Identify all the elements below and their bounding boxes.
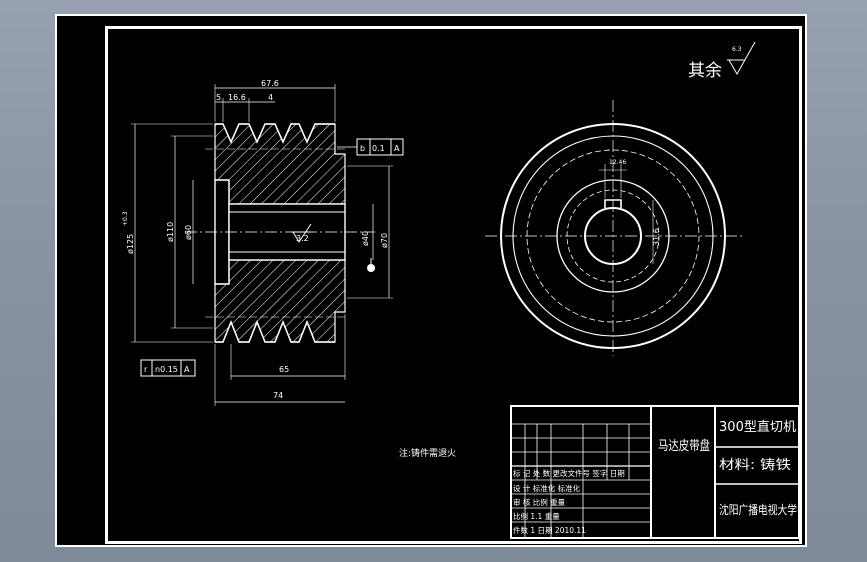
diameter-dimensions: ø125 +0.3 ø110 ø60 ø70 ø40 (122, 123, 393, 343)
svg-text:A: A (184, 365, 190, 374)
circularity-tolerance-frame: r n0.15 A (140, 359, 196, 377)
svg-text:b: b (360, 144, 365, 153)
svg-text:0.1: 0.1 (372, 144, 385, 153)
material: 材料: 铸铁 (719, 457, 791, 473)
dim-d60: ø60 (184, 225, 193, 240)
pulley-front-view: 12.46 31.6 (485, 100, 743, 356)
dim-a: 5 (216, 93, 221, 102)
runout-tolerance-frame: b 0.1 A (337, 138, 404, 156)
dim-b: 16.6 (228, 93, 246, 102)
pulley-section-view: 3.2 (185, 123, 375, 343)
dim-d125-tol: +0.3 (122, 211, 129, 226)
title-row-scale: 比例 1.1 重量 (513, 511, 560, 521)
roughness-value: 6.3 (732, 46, 742, 53)
roughness-label: 其余 (688, 61, 722, 81)
drawing-canvas: 其余 6.3 (122, 41, 800, 539)
title-block: 标 记 处 数 更改文件号 签字 日期 设 计 标准化 标准化 审 核 比例 重… (510, 405, 800, 539)
svg-text:A: A (394, 144, 400, 153)
dim-d125: ø125 (126, 234, 135, 254)
title-row-count: 件数 1 日期 2010.11 (513, 525, 586, 535)
drawing-border-outer (55, 14, 807, 547)
drawing-border-inner (105, 26, 802, 544)
bottom-dimensions: 65 74 (214, 314, 346, 406)
bore-finish-value: 3.2 (296, 234, 309, 243)
cad-viewport[interactable]: 其余 6.3 (55, 14, 807, 547)
dim-65: 65 (279, 365, 289, 374)
svg-text:r: r (144, 365, 148, 374)
part-name: 马达皮带盘 (658, 438, 710, 454)
svg-text:n0.15: n0.15 (155, 365, 178, 374)
dim-d40: ø40 (361, 231, 370, 246)
title-row-header: 标 记 处 数 更改文件号 签字 日期 (513, 468, 625, 478)
dim-74: 74 (273, 391, 283, 400)
keyway-width: 12.46 (609, 159, 626, 166)
dim-total-width: 67.6 (261, 79, 279, 88)
top-dimensions: 67.6 5 16.6 4 (214, 79, 336, 122)
drawing-note: 注:铸件需退火 (399, 447, 456, 459)
title-row-design: 设 计 标准化 标准化 (513, 483, 581, 493)
dim-c: 4 (268, 93, 273, 102)
keyway-depth: 31.6 (652, 228, 661, 246)
organization: 沈阳广播电视大学 (719, 502, 797, 517)
title-row-check: 审 核 比例 重量 (513, 497, 566, 507)
dim-d110: ø110 (166, 222, 175, 242)
dim-d70: ø70 (380, 233, 389, 248)
roughness-symbol (728, 41, 756, 76)
machine-name: 300型直切机 (719, 420, 796, 435)
